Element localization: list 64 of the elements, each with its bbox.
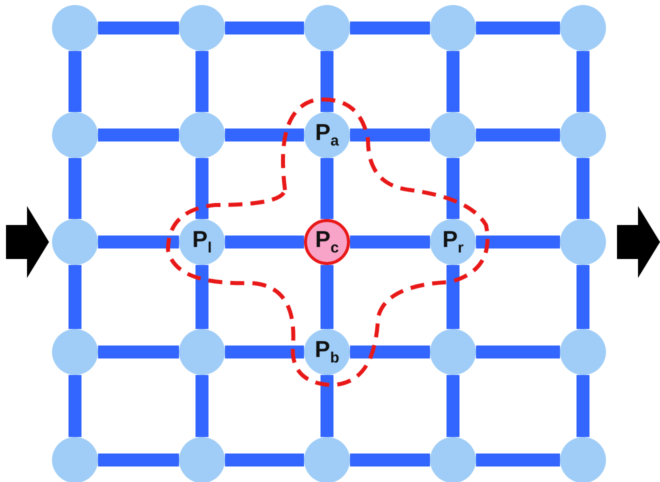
grid-line	[576, 265, 590, 329]
grid-line	[196, 375, 208, 437]
grid-line	[98, 236, 179, 248]
grid-line	[196, 51, 208, 112]
node-circle	[560, 5, 606, 51]
node-circle	[560, 437, 606, 482]
node-circle	[304, 329, 350, 375]
grid-line	[350, 22, 430, 34]
node-circle	[560, 112, 606, 158]
node-circle	[52, 329, 98, 375]
grid-line	[225, 22, 304, 34]
node-circle	[52, 219, 98, 265]
node-circle	[304, 219, 350, 265]
grid-line	[576, 158, 590, 219]
grid-line	[446, 51, 460, 112]
grid-line	[68, 265, 82, 329]
grid-line	[350, 128, 430, 142]
node-circle	[430, 329, 476, 375]
grid-line	[576, 375, 590, 437]
node-circle	[179, 5, 225, 51]
node-circle	[304, 5, 350, 51]
node-circle	[179, 329, 225, 375]
grid-line	[476, 236, 560, 248]
node-label: P$_{l}$	[192, 228, 212, 256]
node-label: P$_{c}$	[315, 228, 339, 256]
node-circle	[179, 112, 225, 158]
grid-line	[576, 51, 590, 112]
node-circle	[179, 437, 225, 482]
node-label: P$_{b}$	[314, 338, 340, 366]
grid-line	[320, 375, 334, 437]
grid-line	[196, 158, 208, 219]
grid-line	[350, 454, 430, 466]
grid-line	[446, 265, 460, 329]
node-circle	[430, 5, 476, 51]
grid-line	[68, 51, 82, 112]
grid-line	[98, 454, 179, 466]
grid-line	[98, 346, 179, 358]
node-label: P$_{r}$	[442, 228, 464, 256]
node-circle	[304, 437, 350, 482]
grid-line	[476, 346, 560, 358]
grid-line	[476, 454, 560, 466]
grid-line	[98, 22, 179, 34]
node-circle	[52, 437, 98, 482]
grid-line	[350, 346, 430, 358]
node-circle	[430, 437, 476, 482]
grid-line	[196, 265, 208, 329]
node-circle	[560, 219, 606, 265]
node-circle	[430, 219, 476, 265]
grid-line	[225, 128, 304, 142]
grid-line	[446, 158, 460, 219]
grid-line	[68, 158, 82, 219]
node-circle	[179, 219, 225, 265]
node-label: P$_{a}$	[315, 121, 339, 149]
node-circle	[560, 329, 606, 375]
grid-line	[68, 375, 82, 437]
grid-line	[476, 128, 560, 142]
grid-line	[446, 375, 460, 437]
grid-line	[225, 454, 304, 466]
grid-line	[98, 128, 179, 142]
node-circle	[304, 112, 350, 158]
grid-line	[476, 22, 560, 34]
node-circle	[52, 5, 98, 51]
node-circle	[52, 112, 98, 158]
node-circle	[430, 112, 476, 158]
